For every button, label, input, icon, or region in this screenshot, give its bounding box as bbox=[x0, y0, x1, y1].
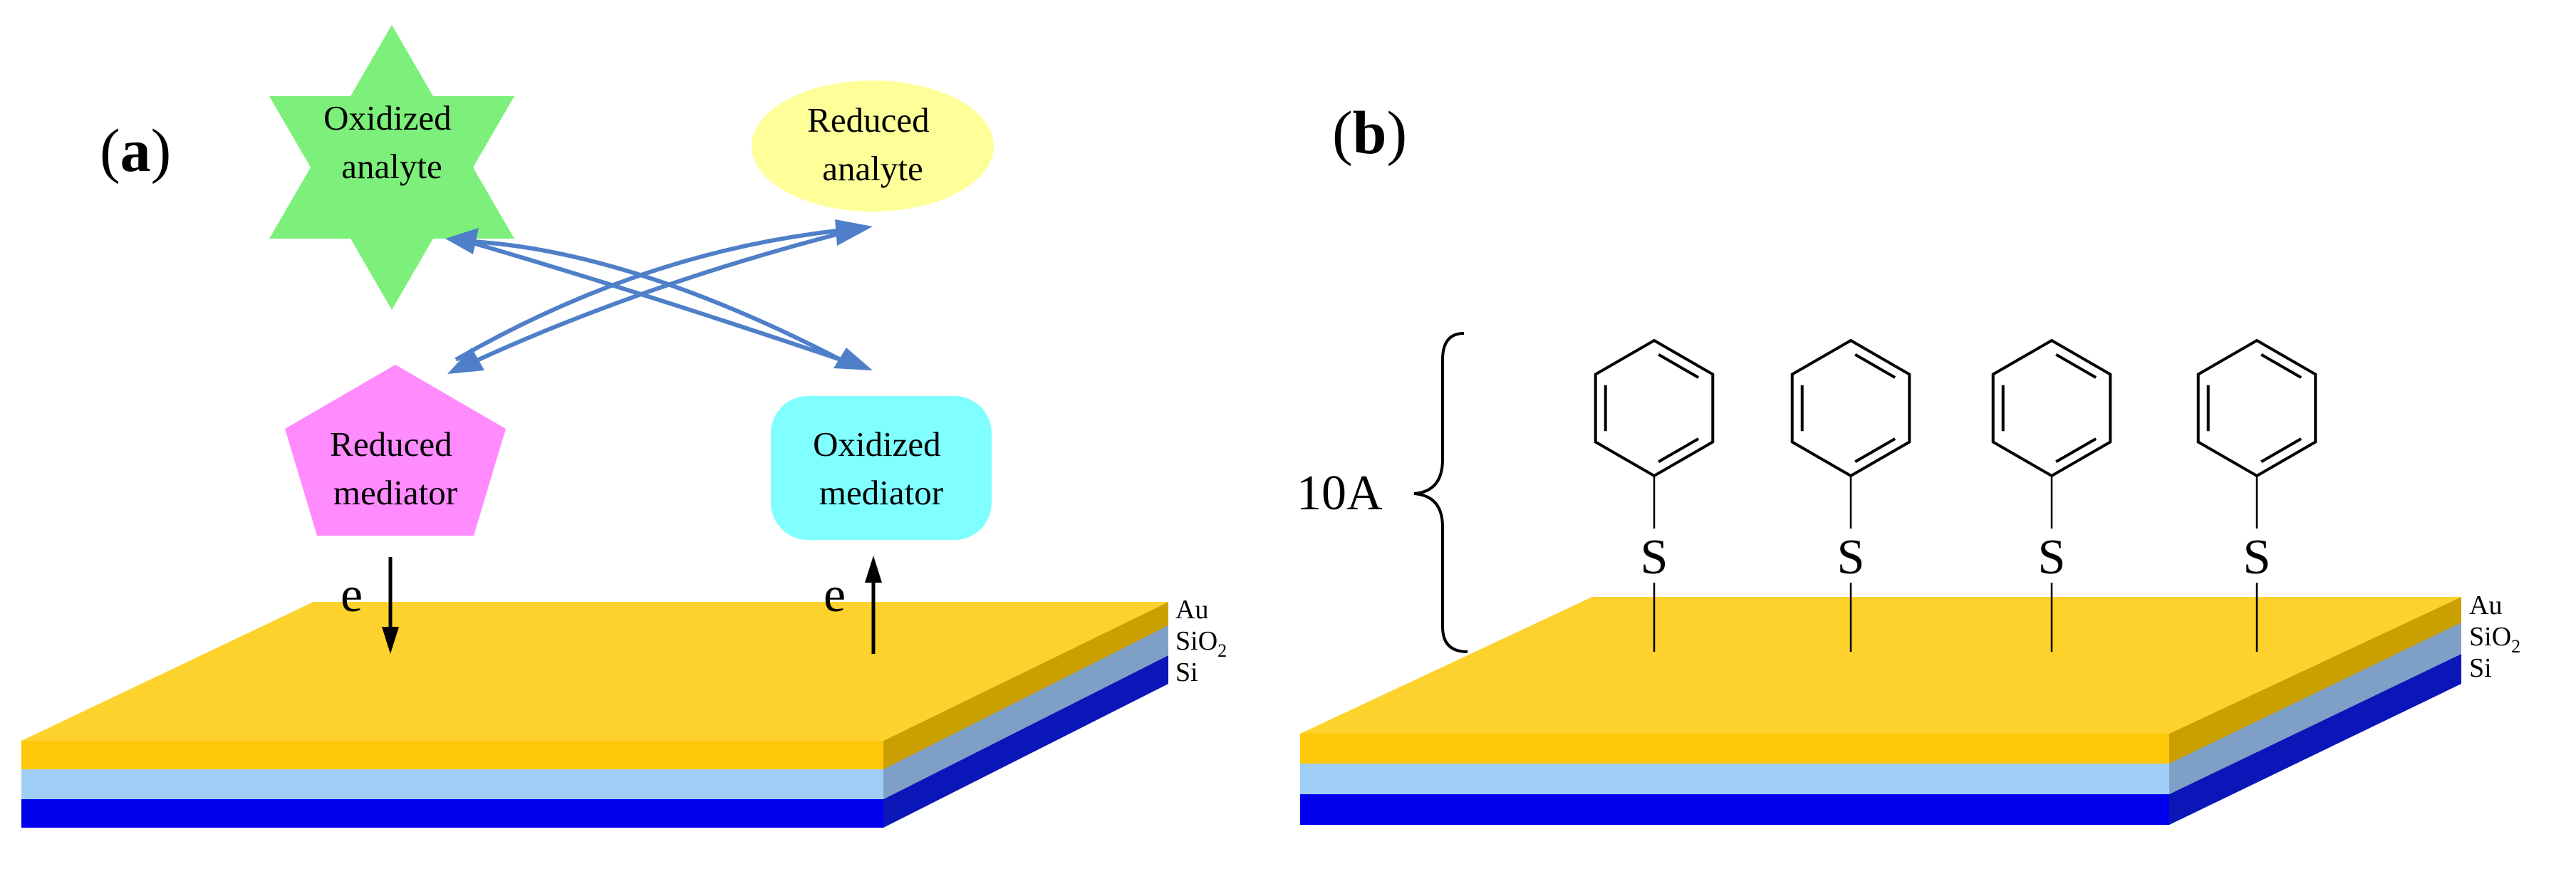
layer-label-sio2-b: SiO2 bbox=[2469, 622, 2520, 657]
arrow-to-reduced-mediator-curve bbox=[456, 305, 837, 360]
arrowhead-oxidized-analyte bbox=[445, 228, 479, 254]
layer-label-si-a: Si bbox=[1175, 657, 1198, 687]
panel-a-letter: a bbox=[120, 116, 151, 184]
electron-label-right: e bbox=[824, 568, 846, 623]
reduced-mediator-label: Reduced mediator bbox=[330, 425, 461, 512]
arrowhead-reduced-mediator bbox=[447, 348, 484, 374]
au-side-b bbox=[2169, 597, 2461, 764]
au-front-a bbox=[21, 741, 883, 769]
layer-label-au-a: Au bbox=[1175, 595, 1208, 625]
panel-b-letter: b bbox=[1353, 98, 1387, 167]
sio2-front-b bbox=[1300, 764, 2169, 794]
electron-arrow-left bbox=[382, 557, 399, 654]
thiophenol-molecule: S bbox=[1594, 338, 1715, 652]
panel-b-label: (b) bbox=[1332, 98, 1407, 167]
sulfur-label: S bbox=[1641, 530, 1668, 585]
sio2-front-a bbox=[21, 769, 883, 799]
thiophenol-molecule: S bbox=[2196, 338, 2317, 652]
sulfur-label: S bbox=[2038, 530, 2066, 585]
substrate-a bbox=[21, 602, 1168, 828]
oxidized-mediator-label: Oxidized mediator bbox=[813, 425, 950, 512]
arrowhead-oxidized-mediator bbox=[833, 348, 873, 370]
benzene-ring bbox=[1594, 338, 1715, 478]
si-front-b bbox=[1300, 794, 2169, 825]
double-bond bbox=[2260, 353, 2302, 379]
redox-arrow-strokes bbox=[469, 229, 852, 365]
oxidized-analyte-label: Oxidized analyte bbox=[323, 98, 460, 186]
thickness-label: 10A bbox=[1297, 466, 1383, 521]
au-front-b bbox=[1300, 734, 2169, 764]
si-side-b bbox=[2169, 654, 2461, 825]
thiophenol-molecule: S bbox=[1991, 338, 2112, 652]
reduced-analyte-label: Reduced analyte bbox=[807, 100, 938, 188]
layer-label-au-b: Au bbox=[2469, 591, 2502, 620]
reduced-mediator-pentagon bbox=[285, 365, 506, 536]
sulfur-label: S bbox=[1837, 530, 1865, 585]
substrate-b bbox=[1300, 597, 2461, 825]
double-bond bbox=[2055, 353, 2097, 379]
si-side-a bbox=[883, 655, 1168, 828]
stroke-reduced-mediator-to-reduced-analyte bbox=[472, 229, 848, 364]
thickness-brace bbox=[1413, 332, 1468, 653]
stroke-oxidized-analyte-to-oxidized-mediator bbox=[469, 240, 852, 365]
panel-b: (b) Au SiO2 Si 10A S S S S bbox=[1297, 98, 2520, 825]
arrowhead-reduced-analyte bbox=[835, 219, 873, 246]
double-bond bbox=[1854, 437, 1896, 464]
au-side-a bbox=[883, 602, 1168, 769]
arrow-to-reduced-analyte bbox=[455, 229, 838, 362]
panel-a-label: (a) bbox=[100, 116, 171, 184]
double-bond bbox=[2260, 437, 2302, 464]
layer-label-sio2-a: SiO2 bbox=[1175, 626, 1227, 661]
double-bond bbox=[1658, 437, 1700, 464]
au-top-a bbox=[21, 602, 1168, 741]
reduced-analyte-ellipse bbox=[752, 80, 994, 212]
sio2-side-a bbox=[883, 625, 1168, 799]
au-top-b bbox=[1300, 597, 2461, 734]
redox-cycle-arrows bbox=[455, 229, 842, 362]
electron-arrow-right bbox=[865, 556, 882, 654]
si-front-a bbox=[21, 799, 883, 828]
electron-label-left: e bbox=[341, 568, 363, 623]
panel-a: (a) Au SiO2 Si Oxidized analyte bbox=[21, 25, 1227, 828]
thiophenol-molecule: S bbox=[1790, 338, 1911, 652]
sulfur-label: S bbox=[2243, 530, 2271, 585]
benzene-ring bbox=[2196, 338, 2317, 478]
benzene-ring bbox=[1790, 338, 1911, 478]
double-bond bbox=[2055, 437, 2097, 464]
double-bond bbox=[1854, 353, 1896, 379]
benzene-ring bbox=[1991, 338, 2112, 478]
arrow-to-oxidized-analyte bbox=[455, 239, 842, 362]
sio2-side-b bbox=[2169, 623, 2461, 794]
oxidized-mediator-box bbox=[771, 396, 992, 540]
double-bond bbox=[1658, 353, 1700, 379]
layer-label-si-b: Si bbox=[2469, 653, 2492, 683]
redox-arrowheads bbox=[445, 219, 873, 374]
